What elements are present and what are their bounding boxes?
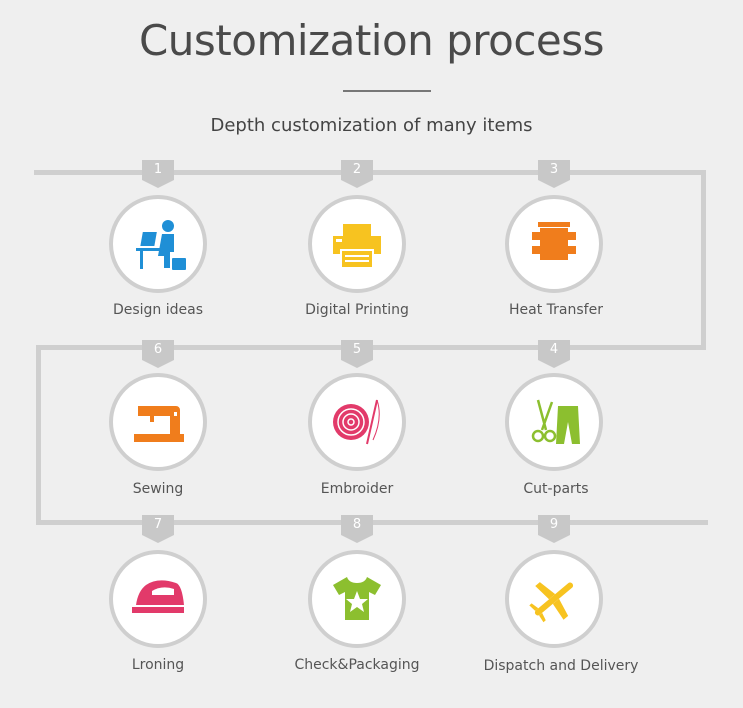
step-number-badge: 7 [142,515,174,543]
step-label: Digital Printing [305,302,409,318]
tshirt-star-icon [333,577,381,620]
printer-icon [333,224,381,269]
process-path-right [701,170,706,350]
iron-icon [132,580,184,613]
step-number-badge: 9 [538,515,570,543]
step-label: Lroning [131,657,185,673]
step-number-badge: 3 [538,160,570,188]
step-icon-circle [308,373,406,471]
heat-press-icon [532,222,576,260]
thread-ball-needle-icon [333,399,380,445]
step-label: Heat Transfer [509,302,603,318]
person-at-desk-icon [136,220,186,270]
step-icon-circle [308,550,406,648]
step-label: Design ideas [112,302,204,318]
step-icon-circle [109,195,207,293]
step-label: Check&Packaging [294,657,420,673]
step-number-badge: 5 [341,340,373,368]
step-icon-circle [505,373,603,471]
step-icon-circle [505,550,603,648]
page-title: Customization process [138,16,605,65]
process-path-left [36,345,41,525]
title-divider [343,90,431,92]
step-number-badge: 2 [341,160,373,188]
step-label: Cut-parts [523,481,589,497]
step-label: Embroider [320,481,394,497]
step-number-badge: 1 [142,160,174,188]
step-label: Dispatch and Delivery [483,658,639,674]
step-icon-circle [308,195,406,293]
step-number-badge: 6 [142,340,174,368]
step-number-badge: 4 [538,340,570,368]
sewing-machine-icon [134,406,184,442]
step-label: Sewing [132,481,184,497]
step-icon-circle [109,550,207,648]
step-number-badge: 8 [341,515,373,543]
scissors-pants-icon [531,399,580,444]
step-icon-circle [109,373,207,471]
page-subtitle: Depth customization of many items [210,115,533,136]
airplane-icon [529,582,574,623]
step-icon-circle [505,195,603,293]
